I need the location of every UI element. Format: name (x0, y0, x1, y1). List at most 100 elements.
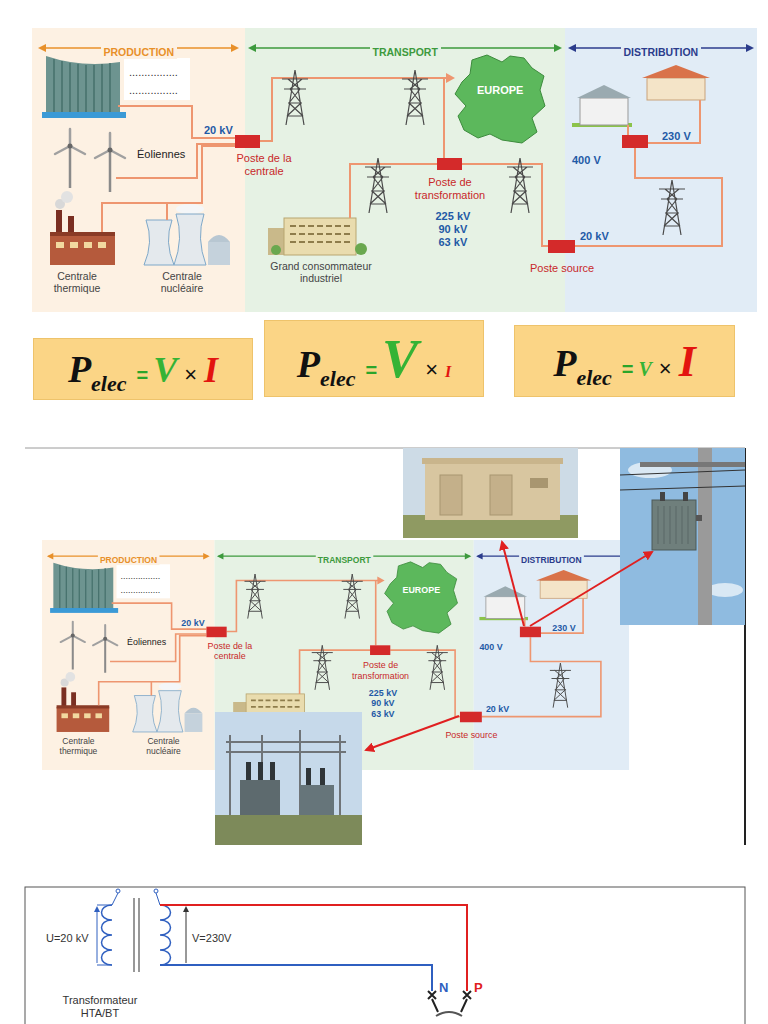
pole-transformer-photo (620, 470, 745, 490)
equals-sign: = (137, 364, 149, 387)
label-holder: TRANSPORT (370, 42, 441, 60)
label-holder: EUROPE (477, 80, 523, 98)
cabin-photo (440, 475, 462, 515)
times-sign: × (659, 356, 672, 382)
cabin-photo (403, 448, 578, 538)
substation-label: Poste de transformation (402, 176, 498, 202)
pole-transformer-photo (652, 500, 696, 550)
label-holder: EUROPE (402, 582, 440, 597)
substation-label: Poste source (530, 262, 594, 275)
pointer-arrow (366, 716, 459, 750)
subscript: elec (320, 366, 355, 392)
label-holder: ................ (121, 582, 161, 597)
network-diagram: PRODUCTION TRANSPORT DISTRIBUTION.........… (42, 540, 629, 770)
substation-photo (270, 762, 275, 780)
section-header: TRANSPORT (315, 555, 373, 566)
pole-transformer-photo (660, 492, 665, 501)
cabin-photo (403, 448, 578, 538)
label-holder: DISTRIBUTION (519, 551, 584, 566)
network-diagram: PRODUCTIONTRANSPORTDISTRIBUTION.........… (32, 28, 757, 312)
voltage-label: 90 kV (371, 698, 394, 709)
plant-label: Centrale nucléaire (134, 736, 192, 755)
frames-and-circuit (160, 905, 467, 991)
circuit-label: V=230V (192, 932, 231, 945)
label-holder: 20 kV (580, 226, 609, 244)
pole-transformer-photo (620, 448, 745, 625)
circuit-label: U=20 kV (46, 932, 89, 945)
transformer-symbol (186, 909, 187, 963)
pole-transformer-photo (698, 448, 712, 625)
pole-transformer-photo (640, 462, 745, 467)
pole-transformer-photo (707, 583, 743, 597)
label-holder: Poste source (445, 726, 497, 741)
substation-photo (306, 768, 311, 785)
label-holder: N (439, 978, 448, 996)
region-label: EUROPE (477, 84, 523, 97)
transformer-symbol (97, 909, 98, 963)
voltage-label: 90 kV (439, 223, 468, 236)
current-symbol: I (204, 349, 218, 391)
voltage-symbol: V (638, 358, 651, 381)
label-holder: Centrale thermique (41, 270, 113, 294)
equals-sign: = (622, 358, 634, 381)
label-holder: 20 kV (204, 120, 233, 138)
label-holder: Centrale nucléaire (134, 736, 192, 755)
voltage-label: 230 V (662, 130, 691, 143)
transformer-symbol (160, 905, 171, 965)
label-holder: Poste source (530, 258, 594, 276)
label-holder: ................ (129, 80, 178, 98)
label-holder: Poste de transformation (402, 176, 498, 202)
section-header: TRANSPORT (370, 46, 441, 59)
label-holder: Centrale nucléaire (146, 270, 218, 294)
voltage-symbol: V (153, 349, 177, 391)
region-label: EUROPE (402, 585, 440, 596)
pole-transformer-photo (620, 448, 745, 625)
network-illustration (32, 28, 757, 312)
formula-box: Pelec =V × I (33, 338, 253, 400)
label-holder: 225 kV (369, 684, 397, 699)
substation-photo (215, 712, 362, 845)
substation-photo (320, 768, 325, 785)
voltage-label: 20 kV (204, 124, 233, 137)
label-holder: 230 V (662, 126, 691, 144)
label-holder: Centrale thermique (49, 736, 107, 755)
label-holder: U=20 kV (46, 928, 89, 946)
formula-box: Pelec=V×I (514, 325, 735, 397)
label-holder: Poste de transformation (342, 660, 420, 681)
label-holder: ................ (129, 62, 178, 80)
label-holder: PRODUCTION (97, 551, 159, 566)
label-holder: 400 V (479, 639, 502, 654)
frames-and-circuit (25, 887, 745, 1024)
photos-and-pointers (215, 448, 745, 845)
transformer-symbol (94, 889, 189, 972)
transformer-symbol (154, 889, 158, 893)
transformer-symbol (183, 906, 189, 912)
label-holder: Poste de la centrale (226, 152, 302, 178)
terminal-name: N (439, 980, 448, 995)
current-symbol: I (445, 363, 451, 381)
power-symbol: P (553, 341, 576, 385)
label-holder: Poste de la centrale (199, 640, 261, 661)
label-holder: Grand consommateur industriel (261, 260, 381, 284)
label-holder: V=230V (192, 928, 231, 946)
label-holder: 20 kV (486, 700, 509, 715)
subscript: elec (91, 371, 126, 397)
voltage-label: 230 V (552, 623, 575, 634)
power-symbol: P (68, 347, 91, 391)
cabin-photo (425, 462, 560, 520)
voltage-label: 225 kV (436, 210, 471, 223)
section-header: PRODUCTION (101, 46, 178, 59)
label-holder: 400 V (572, 150, 601, 168)
cabin-photo (422, 458, 563, 464)
transformer-symbol (94, 906, 100, 912)
terminal-name: P (474, 980, 483, 995)
times-sign: × (184, 362, 197, 388)
substation-photo (215, 712, 362, 845)
frames-and-circuit (160, 965, 432, 991)
cabin-photo (530, 478, 548, 488)
pointer-arrow (366, 542, 652, 750)
label-holder: P (474, 978, 483, 996)
formula-box: Pelec=V×I (264, 320, 484, 397)
substation-photo (240, 780, 280, 815)
breaker-symbol (436, 1012, 462, 1016)
